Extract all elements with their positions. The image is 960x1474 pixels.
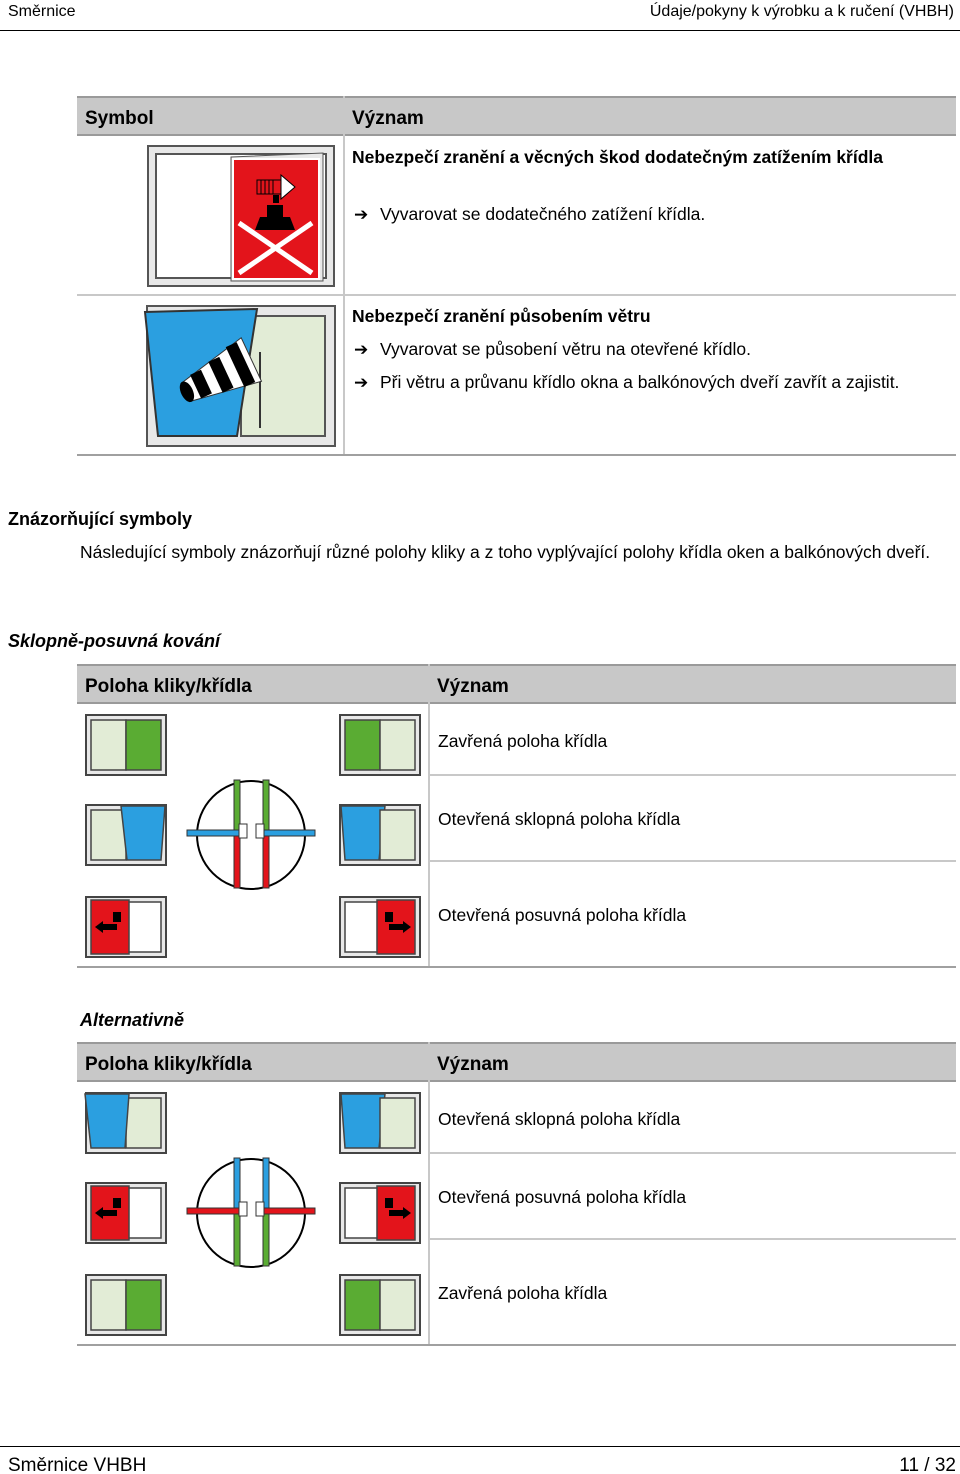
window-slide-icon <box>85 896 167 958</box>
window-closed-icon <box>85 714 167 776</box>
sub1-row3-text: Otevřená posuvná poloha křídla <box>438 905 687 925</box>
page-number: 11 / 32 <box>899 1455 956 1474</box>
page-footer: Směrnice VHBH 11 / 32 <box>0 1446 960 1474</box>
position-table-1: Poloha kliky/křídla Význam <box>77 664 956 968</box>
handle-dial-icon <box>186 779 316 890</box>
sub2-row1-text: Otevřená sklopná poloha křídla <box>438 1109 681 1129</box>
sub2-title: Alternativně <box>80 1010 185 1030</box>
window-slide-icon <box>339 1182 421 1244</box>
row2-item2: Při větru a průvanu křídlo okna a balkón… <box>380 372 900 392</box>
footer-left: Směrnice VHBH <box>8 1455 147 1474</box>
row1-title: Nebezpečí zranění a věcných škod dodateč… <box>352 147 884 167</box>
window-closed-icon <box>85 1274 167 1336</box>
col-symbol-header: Symbol <box>77 96 343 136</box>
row2-title: Nebezpečí zranění působením větru <box>352 306 651 326</box>
col-position-header: Poloha kliky/křídla <box>77 664 428 704</box>
window-tilt-icon <box>85 804 167 866</box>
sub1-row2-text: Otevřená sklopná poloha křídla <box>438 809 681 829</box>
window-slide-icon <box>339 896 421 958</box>
section-text: Následující symboly znázorňují různé pol… <box>80 542 931 562</box>
sub2-row2-text: Otevřená posuvná poloha křídla <box>438 1187 687 1207</box>
row1-item1: Vyvarovat se dodatečného zatížení křídla… <box>380 204 706 224</box>
window-tilt-icon <box>339 1092 421 1154</box>
col-meaning-header: Význam <box>429 664 956 704</box>
handle-dial-icon <box>186 1157 316 1268</box>
row2-item1: Vyvarovat se působení větru na otevřené … <box>380 339 751 359</box>
window-closed-icon <box>339 1274 421 1336</box>
arrow-right-icon: ➔ <box>354 373 369 392</box>
symbol-table: Symbol Význam <box>77 96 956 456</box>
window-tilt-icon <box>339 804 421 866</box>
arrow-right-icon: ➔ <box>354 340 369 359</box>
col-meaning-header: Význam <box>429 1042 956 1082</box>
position-table-2: Poloha kliky/křídla Význam <box>77 1042 956 1346</box>
header-right: Údaje/pokyny k výrobku a k ručení (VHBH) <box>649 3 954 20</box>
col-position-header: Poloha kliky/křídla <box>77 1042 428 1082</box>
warning-load-icon <box>147 145 335 287</box>
arrow-right-icon: ➔ <box>354 205 369 224</box>
sub1-row1-text: Zavřená poloha křídla <box>438 731 608 751</box>
header-left: Směrnice <box>8 3 76 20</box>
sub1-title: Sklopně-posuvná kování <box>8 631 221 651</box>
sub2-row3-text: Zavřená poloha křídla <box>438 1283 608 1303</box>
section-title: Znázorňující symboly <box>8 509 193 529</box>
col-meaning-header: Význam <box>344 96 956 136</box>
window-slide-icon <box>85 1182 167 1244</box>
wind-icon <box>143 305 336 447</box>
window-closed-icon <box>339 714 421 776</box>
window-tilt-icon <box>84 1092 167 1154</box>
page-header: Směrnice Údaje/pokyny k výrobku a k ruče… <box>0 0 960 31</box>
